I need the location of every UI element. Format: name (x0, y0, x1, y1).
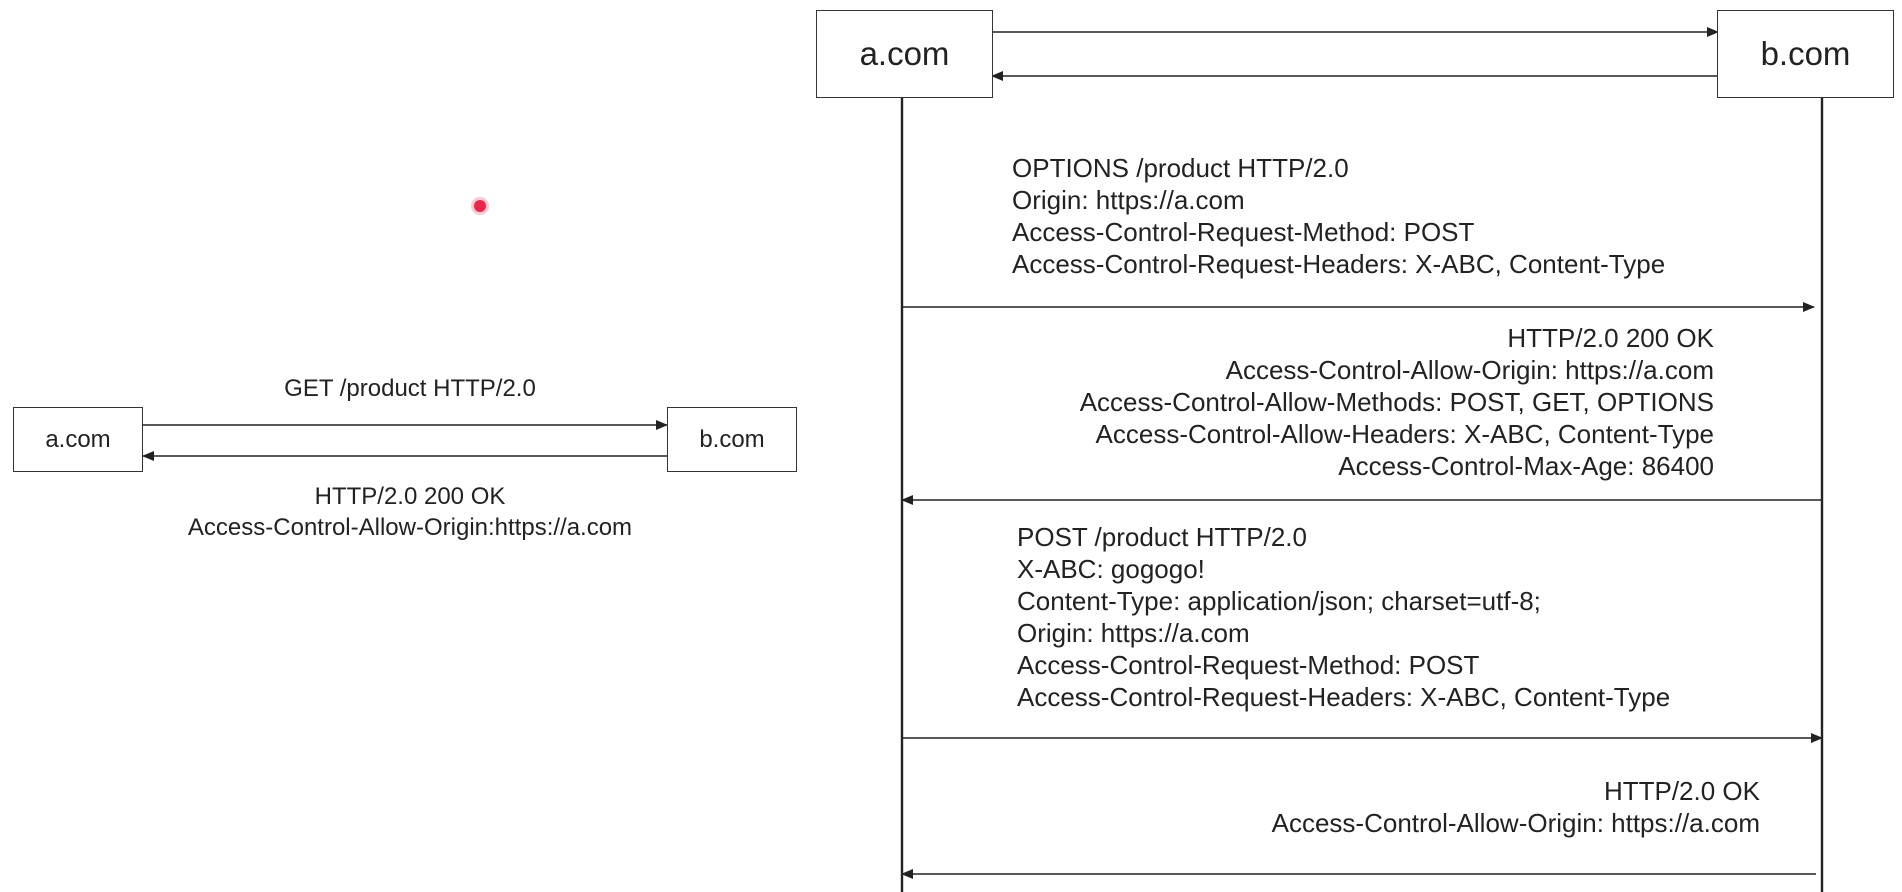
simple-request-label: GET /product HTTP/2.0 (284, 375, 536, 402)
simple-response-label: HTTP/2.0 200 OK Access-Control-Allow-Ori… (150, 481, 670, 543)
options-request-line-4: Access-Control-Request-Headers: X-ABC, C… (1012, 249, 1666, 279)
simple-client-node: a.com (13, 407, 143, 472)
preflight-client-label: a.com (859, 35, 950, 72)
preflight-client-node: a.com (816, 10, 993, 98)
post-response-line-2: Access-Control-Allow-Origin: https://a.c… (1271, 808, 1760, 838)
post-request-line-5: Access-Control-Request-Method: POST (1017, 650, 1480, 680)
options-response-line-3: Access-Control-Allow-Methods: POST, GET,… (1079, 387, 1714, 417)
options-request-line-3: Access-Control-Request-Method: POST (1012, 217, 1475, 247)
post-request-text: POST /product HTTP/2.0 X-ABC: gogogo! Co… (1017, 521, 1670, 713)
simple-server-node: b.com (667, 407, 797, 472)
post-request-line-4: Origin: https://a.com (1017, 618, 1250, 648)
simple-server-label: b.com (699, 425, 765, 453)
options-request-line-1: OPTIONS /product HTTP/2.0 (1012, 153, 1349, 183)
options-request-text: OPTIONS /product HTTP/2.0 Origin: https:… (1012, 152, 1665, 280)
options-response-line-2: Access-Control-Allow-Origin: https://a.c… (1225, 355, 1714, 385)
laser-pointer-dot (474, 200, 486, 212)
options-response-line-5: Access-Control-Max-Age: 86400 (1338, 451, 1714, 481)
post-request-line-6: Access-Control-Request-Headers: X-ABC, C… (1017, 682, 1671, 712)
preflight-server-label: b.com (1760, 35, 1851, 72)
post-response-text: HTTP/2.0 OK Access-Control-Allow-Origin:… (1272, 775, 1760, 839)
simple-response-line-1: HTTP/2.0 200 OK (314, 483, 506, 510)
simple-response-line-2: Access-Control-Allow-Origin:https://a.co… (187, 514, 633, 541)
options-request-line-2: Origin: https://a.com (1012, 185, 1245, 215)
post-response-line-1: HTTP/2.0 OK (1603, 776, 1760, 806)
options-response-line-1: HTTP/2.0 200 OK (1507, 323, 1714, 353)
post-request-line-2: X-ABC: gogogo! (1017, 554, 1205, 584)
options-response-text: HTTP/2.0 200 OK Access-Control-Allow-Ori… (1080, 322, 1714, 482)
preflight-server-node: b.com (1717, 10, 1894, 98)
post-request-line-3: Content-Type: application/json; charset=… (1017, 586, 1541, 616)
simple-client-label: a.com (45, 425, 111, 453)
post-request-line-1: POST /product HTTP/2.0 (1017, 522, 1307, 552)
options-response-line-4: Access-Control-Allow-Headers: X-ABC, Con… (1095, 419, 1714, 449)
